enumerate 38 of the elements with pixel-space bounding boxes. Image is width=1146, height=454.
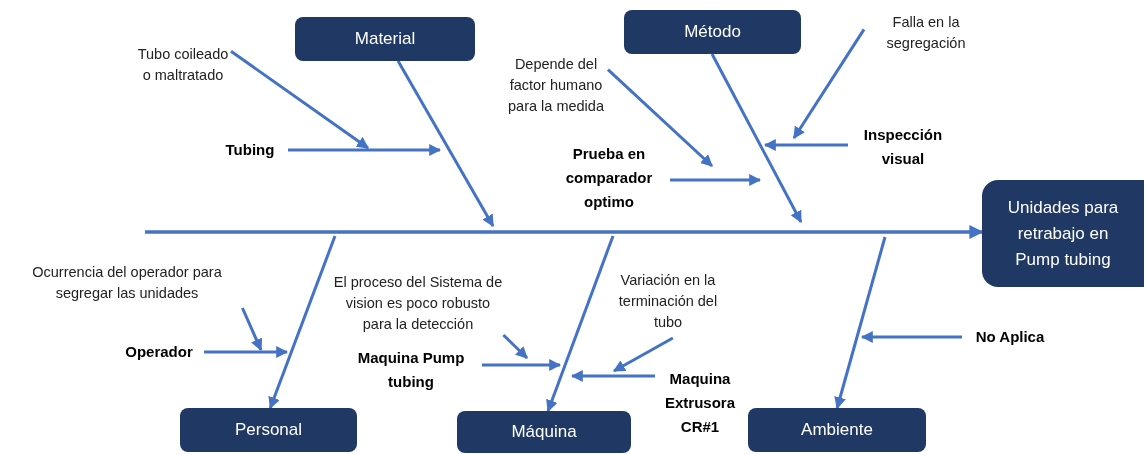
arrow [834, 236, 887, 410]
arrow [482, 359, 562, 371]
arrow [860, 331, 962, 343]
arrow [546, 235, 615, 413]
arrow [763, 139, 848, 151]
category-box: Método [624, 10, 801, 54]
cause-text: El proceso del Sistema de vision es poco robusto para la detección [332, 272, 504, 335]
arrow [241, 307, 263, 352]
cause-text: Variación en la terminación del tubo [618, 264, 718, 338]
category-box: Material [295, 17, 475, 61]
category-box: Máquina [457, 411, 631, 453]
cause-text: Tubing [212, 138, 288, 162]
arrow [670, 174, 762, 186]
cause-text: Tubo coileado o maltratado [135, 40, 231, 90]
cause-text: No Aplica [962, 324, 1058, 350]
arrow [230, 50, 369, 150]
arrow [268, 235, 337, 410]
cause-text: Inspección visual [848, 122, 958, 172]
arrow [288, 144, 442, 156]
cause-text: Ocurrencia del operador para segregar las unidades [4, 258, 250, 308]
arrow [792, 28, 866, 139]
arrow [570, 370, 655, 382]
arrow [145, 225, 984, 239]
arrow [502, 333, 529, 360]
arrow [710, 53, 803, 224]
cause-text: Maquina Extrusora CR#1 [655, 366, 745, 440]
arrow [204, 346, 289, 358]
effect-box: Unidades para retrabajo en Pump tubing [982, 180, 1144, 287]
category-box: Ambiente [748, 408, 926, 452]
arrow [612, 336, 674, 373]
category-box: Personal [180, 408, 357, 452]
cause-text: Prueba en comparador optimo [548, 143, 670, 213]
arrow [607, 68, 713, 168]
arrow [396, 60, 495, 228]
cause-text: Maquina Pump tubing [340, 346, 482, 394]
cause-text: Depende del factor humano para la medida [504, 48, 608, 122]
cause-text: Operador [114, 340, 204, 364]
cause-text: Falla en la segregación [864, 8, 988, 58]
